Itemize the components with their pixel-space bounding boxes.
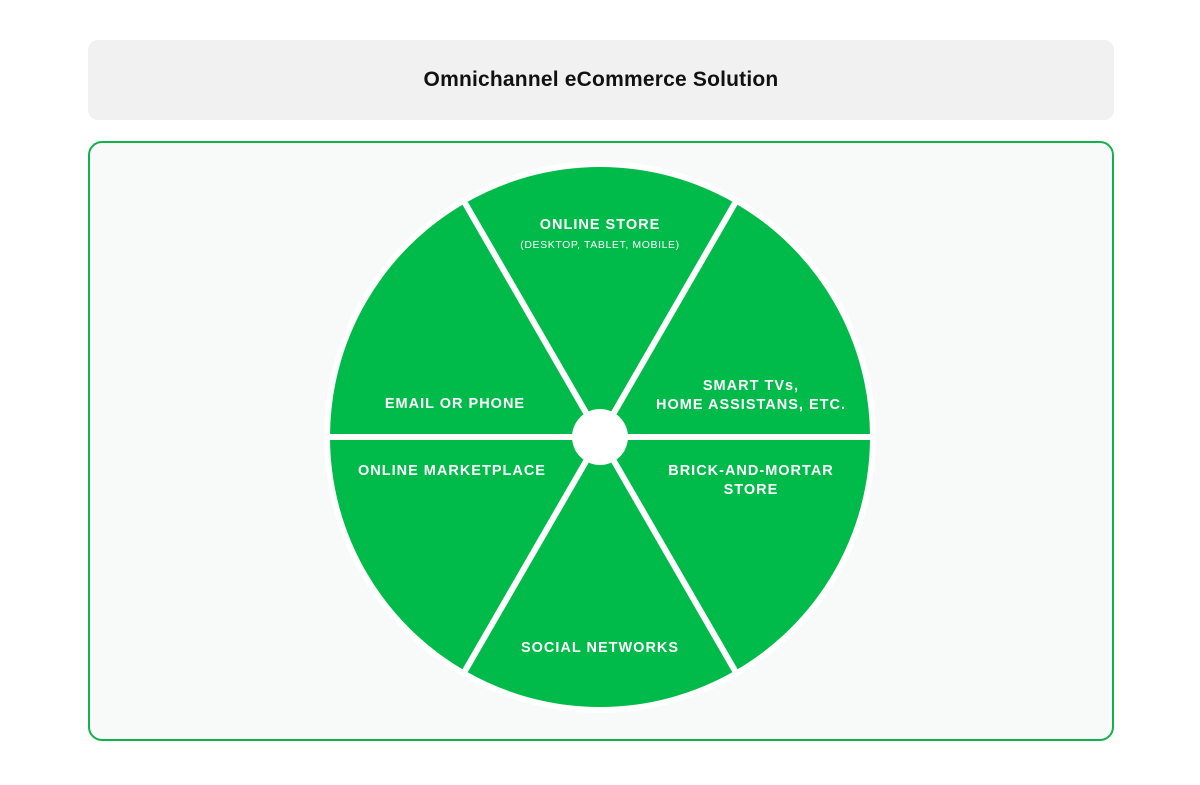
diagram-title: Omnichannel eCommerce Solution — [423, 68, 779, 91]
label-email-or-phone: EMAIL OR PHONE — [385, 396, 525, 412]
segment-online-store — [459, 161, 741, 443]
segment-brick-and-mortar — [594, 434, 877, 678]
segment-email-or-phone — [323, 196, 606, 440]
segment-online-marketplace — [323, 434, 606, 678]
title-bar: Omnichannel eCommerce Solution — [88, 40, 1114, 120]
label-online-store: ONLINE STORE — [540, 217, 661, 233]
label-brick-and-mortar-line2: STORE — [724, 482, 779, 498]
label-brick-and-mortar-line1: BRICK-AND-MORTAR — [668, 463, 834, 479]
segment-smart-tvs — [594, 196, 877, 440]
label-smart-tvs-line2: HOME ASSISTANS, ETC. — [656, 397, 846, 413]
center-hub — [572, 409, 628, 465]
wheel-segments — [323, 161, 877, 713]
label-online-marketplace: ONLINE MARKETPLACE — [358, 463, 546, 479]
segment-social-networks — [459, 431, 741, 713]
sublabel-online-store: (DESKTOP, TABLET, MOBILE) — [520, 239, 680, 251]
label-smart-tvs-line1: SMART TVs, — [703, 378, 799, 394]
label-social-networks: SOCIAL NETWORKS — [521, 640, 679, 656]
